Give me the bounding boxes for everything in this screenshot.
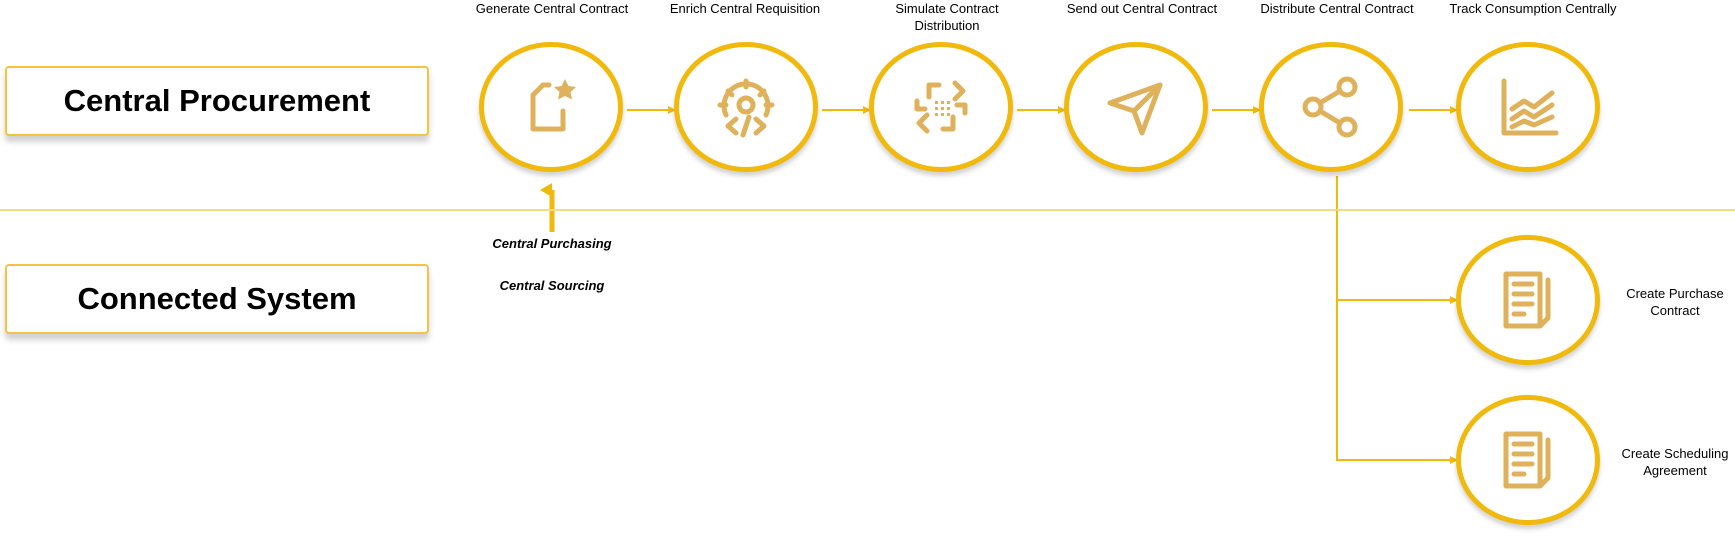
step-distribute-central-contract[interactable] [1259,42,1403,172]
lane-connected-system: Connected System [5,264,429,334]
lane-central-procurement: Central Procurement [5,66,429,136]
lane-divider [0,209,1735,211]
source-label-central-purchasing: Central Purchasing [492,236,612,251]
step-label: Enrich Central Requisition [669,1,821,16]
send-plane-icon [1107,82,1163,136]
simulate-sync-icon [914,80,968,134]
document-star-icon [530,79,576,132]
step-simulate-contract-distribution[interactable] [869,42,1013,172]
document-list-icon [1503,431,1551,489]
step-send-out-central-contract[interactable] [1064,42,1208,172]
step-track-consumption-centrally[interactable] [1456,42,1600,172]
step-create-scheduling-agreement[interactable] [1456,395,1600,525]
share-icon [1302,76,1358,138]
branch-connector-purchase [1336,176,1458,304]
step-label: Track Consumption Centrally [1449,1,1617,16]
branch-connector-scheduling [1336,300,1458,464]
lane-title: Central Procurement [63,83,371,118]
step-create-purchase-contract[interactable] [1456,235,1600,365]
gear-code-icon [717,78,775,138]
step-label: Generate Central Contract [475,1,629,16]
lane-title: Connected System [77,281,357,316]
step-generate-central-contract[interactable] [479,42,623,172]
source-label-central-sourcing: Central Sourcing [499,278,605,293]
connected-step-label: Create Purchase Contract [1626,286,1724,318]
document-list-icon [1503,271,1551,329]
step-label: Simulate Contract Distribution [895,1,999,33]
step-enrich-central-requisition[interactable] [674,42,818,172]
trend-chart-icon [1501,78,1559,136]
connected-step-label: Create Scheduling Agreement [1621,446,1729,478]
step-label: Send out Central Contract [1066,1,1218,16]
step-label: Distribute Central Contract [1260,1,1414,16]
